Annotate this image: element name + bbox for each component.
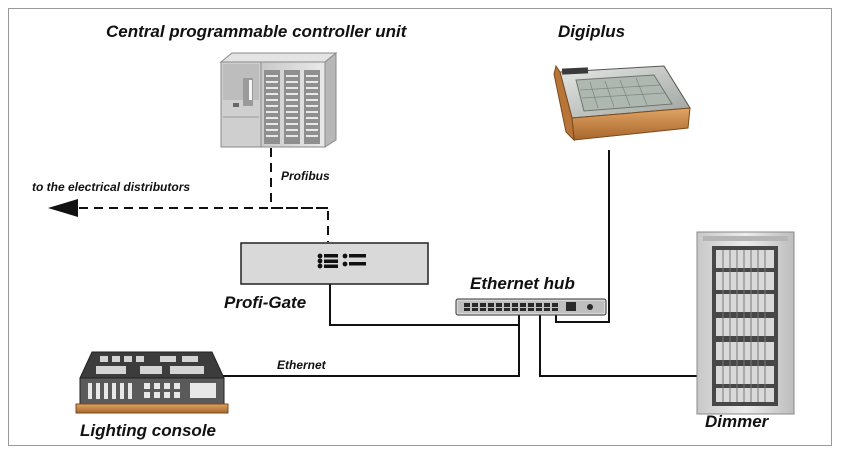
connections [78,148,697,377]
gateway-box-icon [240,242,429,285]
dimmer-label: Dimmer [705,412,769,431]
ethernet-hub-label: Ethernet hub [470,274,575,293]
lighting-console-label: Lighting console [80,421,216,440]
arrow-head-icon [48,199,78,217]
console-hub-line [218,314,520,377]
digiplus-label: Digiplus [558,22,626,41]
profi-gate-label: Profi-Gate [224,293,307,312]
profibus-label: Profibus [281,169,330,183]
plc-rack-icon [219,51,338,148]
hub-dimmer-line [539,314,697,377]
network-switch-icon [455,298,607,316]
controller-label: Central programmable controller unit [106,22,407,41]
dimmer-cabinet-icon [696,231,795,415]
control-desk-icon [553,64,691,142]
digiplus-hub-line [555,150,610,323]
ethernet-label: Ethernet [277,358,326,372]
diagram-frame [8,8,832,446]
lighting-console-icon [75,351,229,414]
distributors-label: to the electrical distributors [32,180,191,194]
profibus-line [270,148,329,242]
